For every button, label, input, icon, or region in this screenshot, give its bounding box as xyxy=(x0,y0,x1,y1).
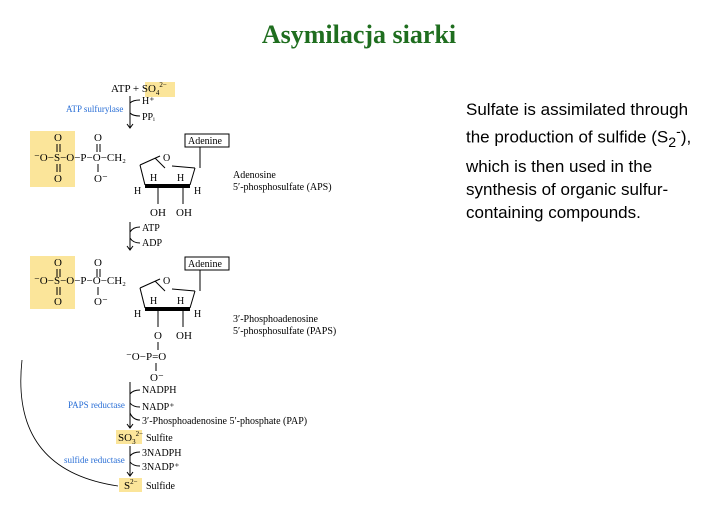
step1-arrowhead xyxy=(126,123,134,129)
svg-text:O: O xyxy=(54,173,62,185)
svg-text:O: O xyxy=(163,153,170,164)
step1-branch2 xyxy=(129,112,141,117)
sulfide-formula: S2− xyxy=(124,478,138,492)
atp-sulfurylase-label: ATP sulfurylase xyxy=(66,104,123,114)
aps-name-line1: Adenosine xyxy=(233,170,276,181)
svg-text:⁻O−S−O−P−O−CH₂: ⁻O−S−O−P−O−CH₂ xyxy=(34,275,126,287)
svg-text:O: O xyxy=(94,132,102,144)
svg-text:O: O xyxy=(54,132,62,144)
aps-sulfate-highlight xyxy=(30,131,75,187)
step1-h-plus: H⁺ xyxy=(142,96,155,107)
paps-name-line2: 5′-phosphosulfate (PAPS) xyxy=(233,326,336,337)
svg-text:H: H xyxy=(150,296,157,307)
step3-pap: 3′-Phosphoadenosine 5′-phosphate (PAP) xyxy=(142,416,307,427)
step1-input: ATP + SO42− xyxy=(111,81,167,97)
svg-text:OH: OH xyxy=(176,330,192,342)
svg-text:H: H xyxy=(150,173,157,184)
svg-text:H: H xyxy=(194,186,201,197)
step2-branch2 xyxy=(129,237,141,244)
step3-branch3 xyxy=(129,412,141,421)
svg-text:O: O xyxy=(154,330,162,342)
step1-branch1 xyxy=(129,99,141,104)
step2-branch1 xyxy=(129,226,141,233)
paps-name-line1: 3′-Phosphoadenosine xyxy=(233,314,319,325)
sulfide-label: Sulfide xyxy=(146,481,175,492)
step3-branch1 xyxy=(129,389,141,395)
step3-nadp: NADP⁺ xyxy=(142,402,175,413)
svg-text:O: O xyxy=(163,276,170,287)
paps-reductase-label: PAPS reductase xyxy=(68,400,125,410)
svg-text:H: H xyxy=(177,173,184,184)
sulfite-formula: SO32− xyxy=(118,430,143,446)
step1-ppi: PPᵢ xyxy=(142,112,155,123)
svg-text:OH: OH xyxy=(150,207,166,219)
svg-text:Adenine: Adenine xyxy=(188,136,222,147)
desc-sup: - xyxy=(676,124,681,140)
sulfide-highlight xyxy=(119,478,142,492)
svg-text:O⁻: O⁻ xyxy=(150,372,164,384)
svg-text:Adenine: Adenine xyxy=(188,259,222,270)
sulfite-highlight xyxy=(116,430,142,444)
desc-after: ), which is then used in the synthesis o… xyxy=(466,127,692,223)
svg-text:O: O xyxy=(94,257,102,269)
svg-text:H: H xyxy=(177,296,184,307)
sulfate-highlight xyxy=(145,82,175,97)
step2-arrowhead xyxy=(126,245,134,251)
svg-text:H: H xyxy=(194,309,201,320)
svg-text:OH: OH xyxy=(176,207,192,219)
step4-arrowhead xyxy=(126,471,134,477)
sulfide-reductase-label: sulfide reductase xyxy=(64,455,125,465)
step4-branch1 xyxy=(129,451,141,457)
svg-text:⁻O−S−O−P−O−CH₂: ⁻O−S−O−P−O−CH₂ xyxy=(34,152,126,164)
step3-branch2 xyxy=(129,402,141,408)
svg-text:O: O xyxy=(54,257,62,269)
step3-nadph: NADPH xyxy=(142,385,176,396)
svg-text:O⁻: O⁻ xyxy=(94,173,108,185)
desc-before: Sulfate is assimilated through the produ… xyxy=(466,100,689,147)
step3-arrowhead xyxy=(126,423,134,429)
desc-sub: 2 xyxy=(668,135,677,152)
svg-text:O⁻: O⁻ xyxy=(94,296,108,308)
svg-text:H: H xyxy=(134,309,141,320)
svg-text:⁻O−P=O: ⁻O−P=O xyxy=(126,351,166,363)
step2-atp: ATP xyxy=(142,223,160,234)
step4-3nadp: 3NADP⁺ xyxy=(142,462,180,473)
paps-sulfate-highlight xyxy=(30,256,75,309)
loop-connector xyxy=(20,359,119,487)
svg-text:O: O xyxy=(54,296,62,308)
step2-adp: ADP xyxy=(142,238,162,249)
description-text: Sulfate is assimilated through the produ… xyxy=(466,98,706,224)
page-title: Asymilacja siarki xyxy=(261,20,457,49)
step4-branch2 xyxy=(129,461,141,467)
sulfite-label: Sulfite xyxy=(146,433,173,444)
svg-text:H: H xyxy=(134,186,141,197)
step4-3nadph: 3NADPH xyxy=(142,448,181,459)
aps-name-line2: 5′-phosphosulfate (APS) xyxy=(233,182,332,193)
